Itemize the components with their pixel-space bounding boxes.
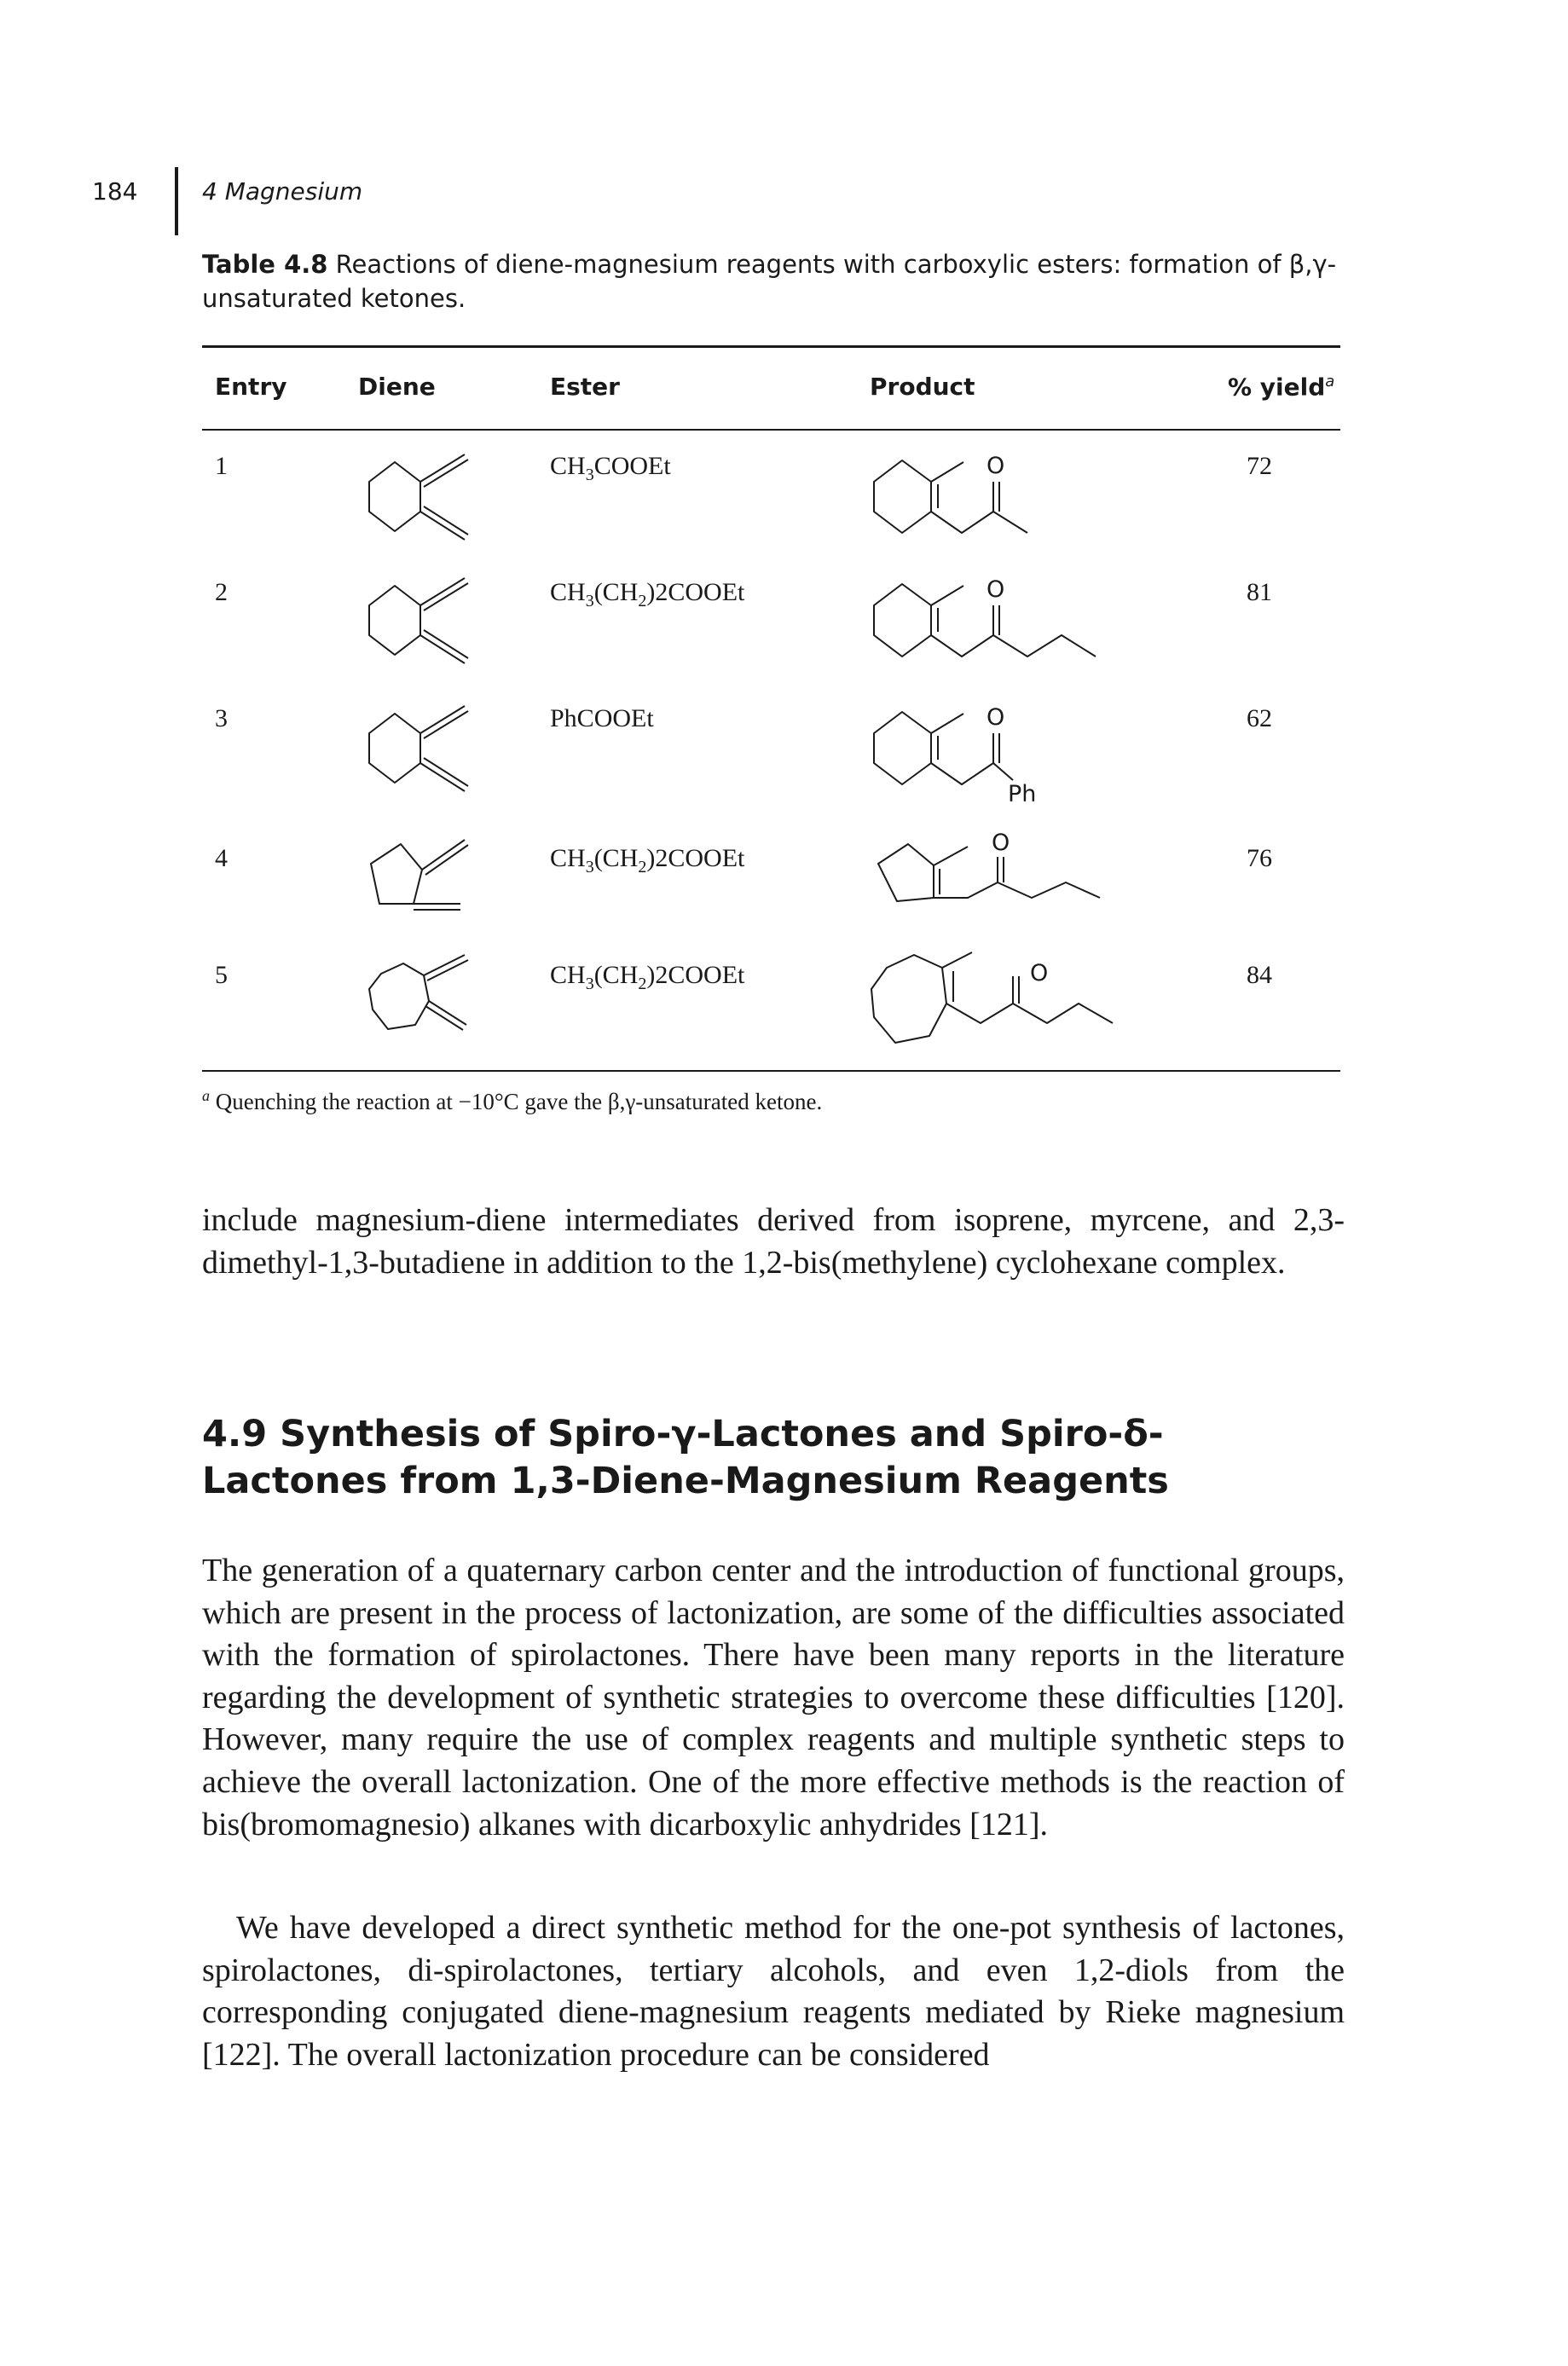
table-caption-label: Table 4.8	[202, 250, 328, 279]
row-5-product-oxygen: O	[1030, 960, 1048, 986]
row-3-product-oxygen: O	[987, 704, 1004, 731]
row-4-ester-pre: CH	[550, 844, 586, 872]
row-2-ester-sub2: 2	[638, 592, 647, 610]
row-4-product-structure: O	[877, 830, 1101, 902]
column-header-yield-label: % yield	[1228, 373, 1326, 402]
row-5-yield: 84	[1247, 961, 1272, 989]
table-caption-text: Reactions of diene-magnesium reagents wi…	[202, 250, 1337, 313]
row-5-ester-mid: (CH	[593, 961, 639, 989]
row-1-ester: CH3COOEt	[550, 452, 671, 485]
table-rule-bottom	[202, 1070, 1340, 1072]
row-2-diene-structure	[368, 577, 469, 664]
row-4-diene-structure	[370, 839, 469, 911]
row-2-ester-pre: CH	[550, 578, 586, 606]
row-4-product-oxygen: O	[992, 830, 1010, 856]
row-3-product-structure: O Ph	[873, 704, 1036, 807]
chapter-title: 4 Magnesium	[202, 177, 363, 205]
row-1-ester-mid: COOEt	[593, 452, 671, 480]
row-3-ester: PhCOOEt	[550, 704, 654, 738]
row-4-ester-sub1: 3	[585, 858, 594, 876]
row-2-product-structure: O	[873, 576, 1096, 657]
body-paragraph-2: We have developed a direct synthetic met…	[202, 1910, 1345, 2073]
row-4-entry: 4	[215, 844, 228, 872]
row-4-ester-mid: (CH	[593, 844, 639, 872]
row-1-entry: 1	[215, 452, 228, 480]
table-rule-header	[202, 429, 1340, 431]
body-paragraph-1: The generation of a quaternary carbon ce…	[202, 1553, 1345, 1842]
table-footnote-mark: a	[202, 1087, 210, 1104]
table-footnote: a Quenching the reaction at −10°C gave t…	[202, 1087, 822, 1115]
row-5-ester-sub2: 2	[638, 975, 647, 993]
table-footnote-text: Quenching the reaction at −10°C gave the…	[215, 1089, 823, 1114]
row-5-entry: 5	[215, 961, 228, 989]
row-2-product-oxygen: O	[987, 576, 1004, 603]
column-header-ester: Ester	[550, 373, 620, 401]
row-3-yield: 62	[1247, 704, 1272, 732]
row-1-product-oxygen: O	[987, 453, 1004, 479]
column-header-product: Product	[870, 373, 975, 401]
row-3-entry: 3	[215, 704, 228, 732]
row-4-ester-post: )2COOEt	[646, 844, 745, 872]
row-5-diene-structure	[368, 954, 469, 1031]
column-header-entry: Entry	[215, 373, 287, 401]
row-1-ester-sub1: 3	[585, 466, 594, 484]
row-3-ester-pre: PhCOOEt	[550, 704, 654, 732]
row-2-yield: 81	[1247, 578, 1272, 606]
row-1-yield: 72	[1247, 452, 1272, 480]
body-paragraph-continued: include magnesium-diene intermediates de…	[202, 1202, 1345, 1281]
row-2-ester-sub1: 3	[585, 592, 594, 610]
table-caption: Table 4.8 Reactions of diene-magnesium r…	[202, 247, 1345, 315]
row-1-product-structure: O	[873, 453, 1028, 534]
row-5-ester-post: )2COOEt	[646, 961, 745, 989]
column-header-yield: % yielda	[1228, 373, 1334, 401]
section-heading: 4.9 Synthesis of Spiro-γ-Lactones and Sp…	[202, 1413, 1169, 1502]
row-3-product-phenyl: Ph	[1008, 781, 1036, 807]
row-1-diene-structure	[368, 454, 469, 541]
row-4-ester-sub2: 2	[638, 858, 647, 876]
row-2-entry: 2	[215, 578, 228, 606]
row-1-ester-pre: CH	[550, 452, 586, 480]
row-5-ester: CH3(CH2)2COOEt	[550, 961, 744, 994]
head-rule	[175, 167, 178, 235]
row-2-ester: CH3(CH2)2COOEt	[550, 578, 744, 611]
row-3-diene-structure	[368, 705, 469, 792]
row-5-ester-pre: CH	[550, 961, 586, 989]
row-4-yield: 76	[1247, 844, 1272, 872]
page-number: 184	[92, 177, 138, 205]
running-head: 184 4 Magnesium	[0, 167, 1568, 235]
column-header-yield-mark: a	[1325, 373, 1335, 390]
column-header-diene: Diene	[358, 373, 436, 401]
row-4-ester: CH3(CH2)2COOEt	[550, 844, 744, 877]
table-rule-top	[202, 345, 1340, 348]
row-2-ester-post: )2COOEt	[646, 578, 745, 606]
row-2-ester-mid: (CH	[593, 578, 639, 606]
row-5-ester-sub1: 3	[585, 975, 594, 993]
row-5-product-structure: O	[871, 952, 1114, 1044]
